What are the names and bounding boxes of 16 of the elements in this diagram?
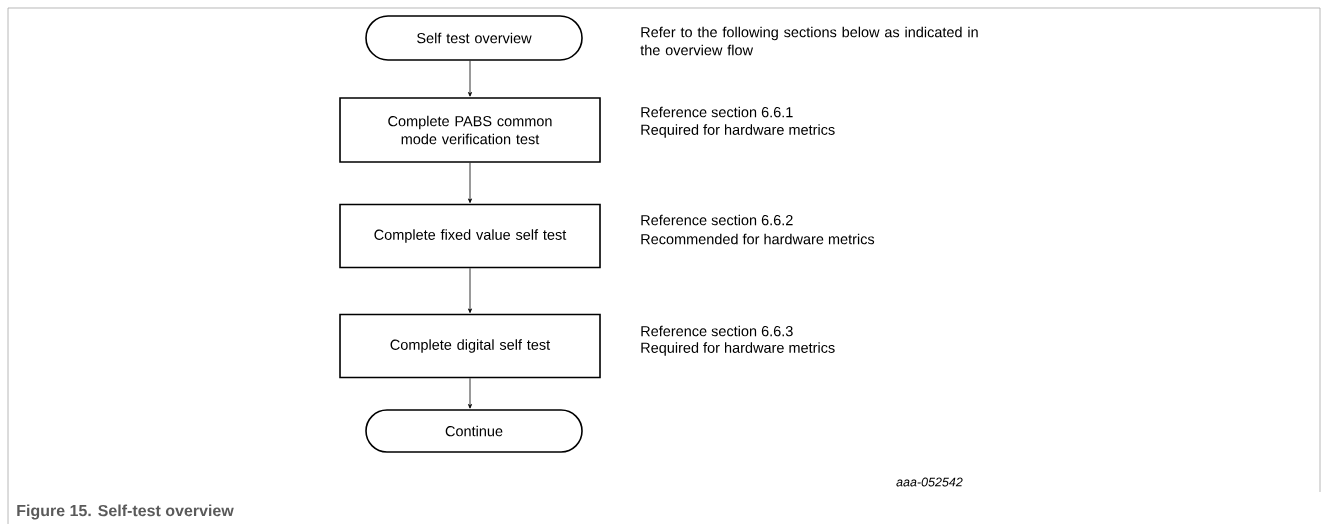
side-note: Refer to the following sections below as indicated in the overview flow [640, 26, 978, 56]
process-box: Complete digital self test [339, 313, 601, 379]
side-note: Reference section 6.6.2 [641, 214, 793, 226]
side-note: Required for hardware metrics [641, 342, 835, 356]
process-box: Complete PABS common mode verification test [339, 97, 601, 163]
side-note: Reference section 6.6.3 [641, 325, 793, 337]
arrow [468, 60, 472, 97]
side-note: Required for hardware metrics [641, 124, 835, 138]
side-note: Reference section 6.6.1 [641, 106, 793, 118]
process-box: Complete fixed value self test [339, 203, 601, 269]
figure-caption: Figure 15. Self-test overview [17, 504, 234, 520]
figure-id: aaa-052542 [896, 477, 963, 487]
side-note: Recommended for hardware metrics [641, 233, 875, 245]
arrow [468, 267, 472, 314]
arrow [468, 377, 472, 409]
arrow [468, 162, 472, 204]
